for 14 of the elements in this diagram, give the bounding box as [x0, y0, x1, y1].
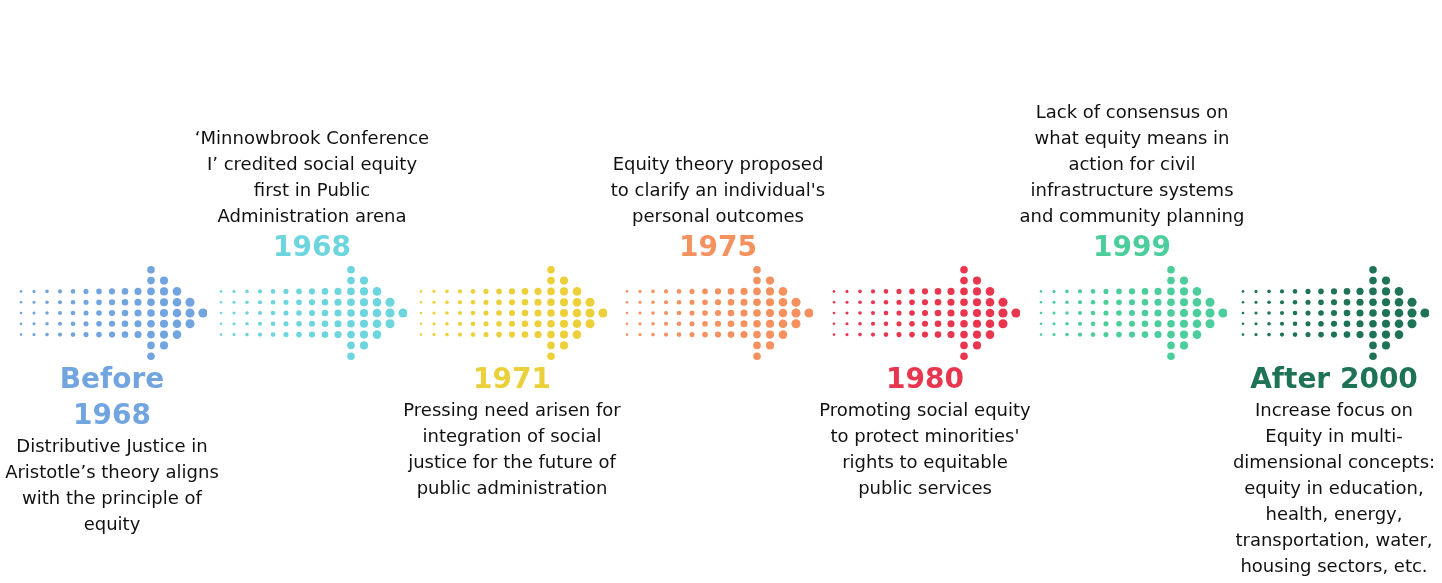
description-text: ‘Minnowbrook Conference I’ credited social equity first in Public Administration arena [193, 126, 431, 228]
year-label: After 2000 [1249, 361, 1419, 397]
description-text: Lack of consensus on what equity means in action for civil infrastructure systems and community planning [1018, 100, 1246, 228]
year-label: 1980 [885, 361, 965, 397]
description-text: Distributive Justice in Aristotle’s theory aligns with the principle of equity [4, 434, 220, 536]
year-label: Before 1968 [58, 361, 166, 433]
year-label: 1999 [1092, 229, 1172, 265]
year-label: 1971 [472, 361, 552, 397]
year-label: 1968 [272, 229, 352, 265]
year-label: 1975 [678, 229, 758, 265]
description-text: Pressing need arisen for integration of social justice for the future of public administration [402, 398, 622, 500]
description-text: Increase focus on Equity in multi-dimensional concepts: equity in education, health, energy, transportation, water, housing sectors, etc. [1231, 398, 1437, 578]
description-text: Promoting social equity to protect minorities' rights to equitable public services [818, 398, 1032, 500]
description-text: Equity theory proposed to clarify an individual's personal outcomes [609, 152, 827, 228]
